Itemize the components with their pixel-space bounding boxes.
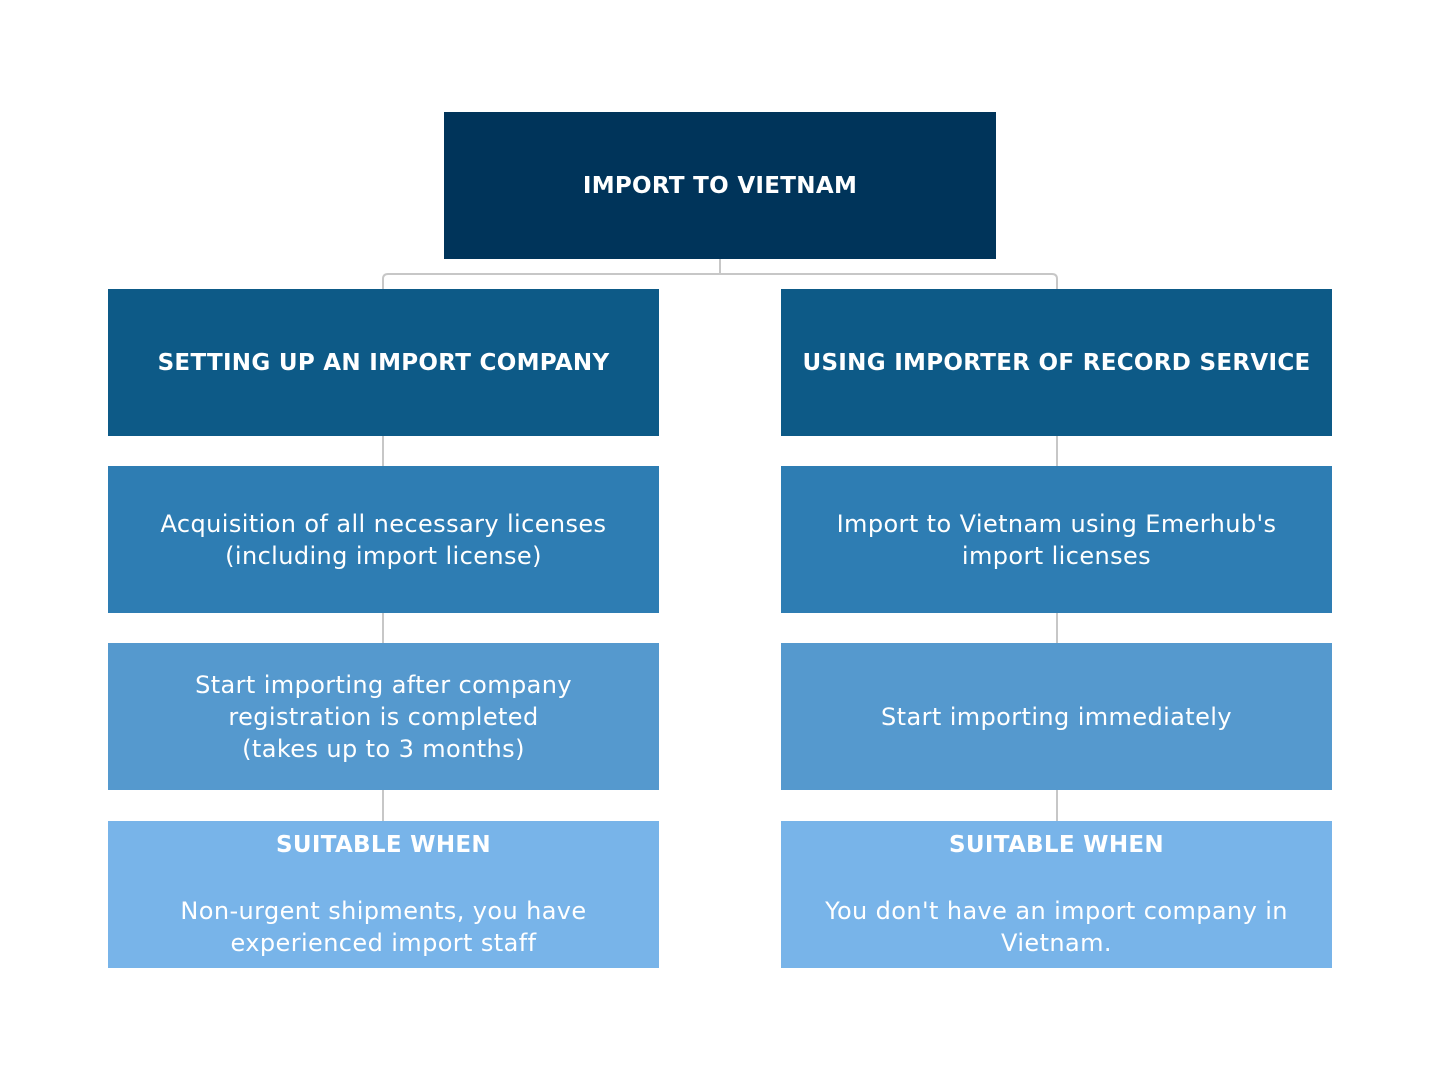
left-heading-title: SETTING UP AN IMPORT COMPANY (157, 349, 610, 376)
right-suitable-text: You don't have an import company in Viet… (825, 897, 1288, 957)
root-title: IMPORT TO VIETNAM (582, 172, 858, 199)
right-heading-node: USING IMPORTER OF RECORD SERVICE (781, 289, 1332, 436)
right-step1-text: Import to Vietnam using Emerhub's import… (836, 509, 1277, 570)
left-step1-node: Acquisition of all necessary licenses (i… (108, 466, 659, 613)
left-step2-node: Start importing after company registrati… (108, 643, 659, 790)
left-suitable-node: SUITABLE WHEN Non-urgent shipments, you … (108, 821, 659, 968)
left-step1-text: Acquisition of all necessary licenses (i… (160, 509, 607, 570)
connector-root-branch (382, 259, 1058, 289)
right-suitable-node: SUITABLE WHEN You don't have an import c… (781, 821, 1332, 968)
right-step2-text: Start importing immediately (881, 702, 1232, 731)
left-suitable-title: SUITABLE WHEN (276, 832, 491, 858)
left-heading-node: SETTING UP AN IMPORT COMPANY (108, 289, 659, 436)
left-suitable-text: Non-urgent shipments, you have experienc… (180, 897, 587, 957)
right-step2-node: Start importing immediately (781, 643, 1332, 790)
right-heading-title: USING IMPORTER OF RECORD SERVICE (802, 349, 1311, 376)
left-step2-text: Start importing after company registrati… (195, 670, 572, 763)
root-node: IMPORT TO VIETNAM (444, 112, 996, 259)
right-step1-node: Import to Vietnam using Emerhub's import… (781, 466, 1332, 613)
right-suitable-title: SUITABLE WHEN (949, 832, 1164, 858)
